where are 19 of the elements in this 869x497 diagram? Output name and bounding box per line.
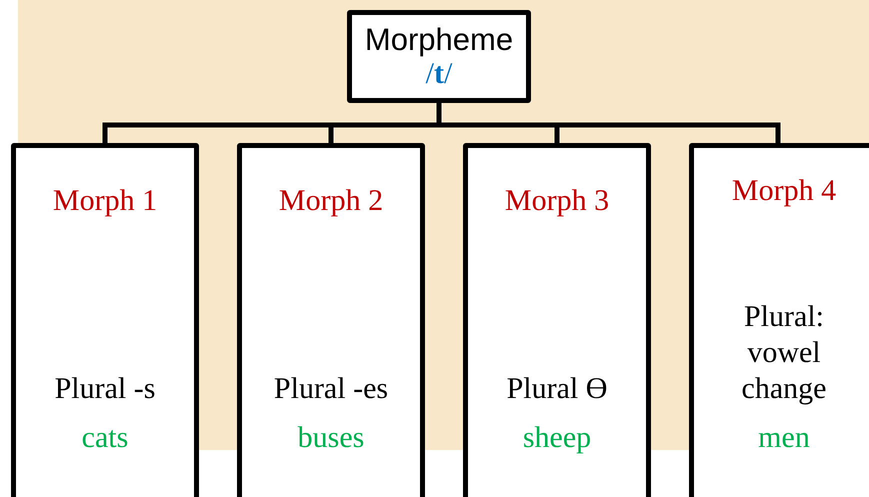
description: Plural Ɵ: [506, 371, 608, 407]
description: Plural -s: [54, 371, 156, 407]
morpheme-box: [347, 10, 531, 103]
morph-box: [237, 143, 425, 497]
heading: Morph 3: [504, 186, 610, 216]
heading: Morph 2: [278, 186, 384, 216]
phoneme: /t/: [426, 59, 452, 89]
description: Plural -es: [274, 371, 388, 407]
example-word: men: [758, 423, 810, 453]
heading: Morph 4: [732, 176, 836, 206]
morph-box: [11, 143, 199, 497]
heading: Morpheme: [364, 24, 514, 55]
example-word: buses: [298, 423, 364, 453]
description: Plural: vowel change: [740, 299, 828, 407]
example-word: cats: [82, 423, 128, 453]
example-word: sheep: [522, 423, 592, 453]
morph-box: [463, 143, 651, 497]
heading: Morph 1: [52, 186, 158, 216]
morph-box: [689, 143, 869, 497]
